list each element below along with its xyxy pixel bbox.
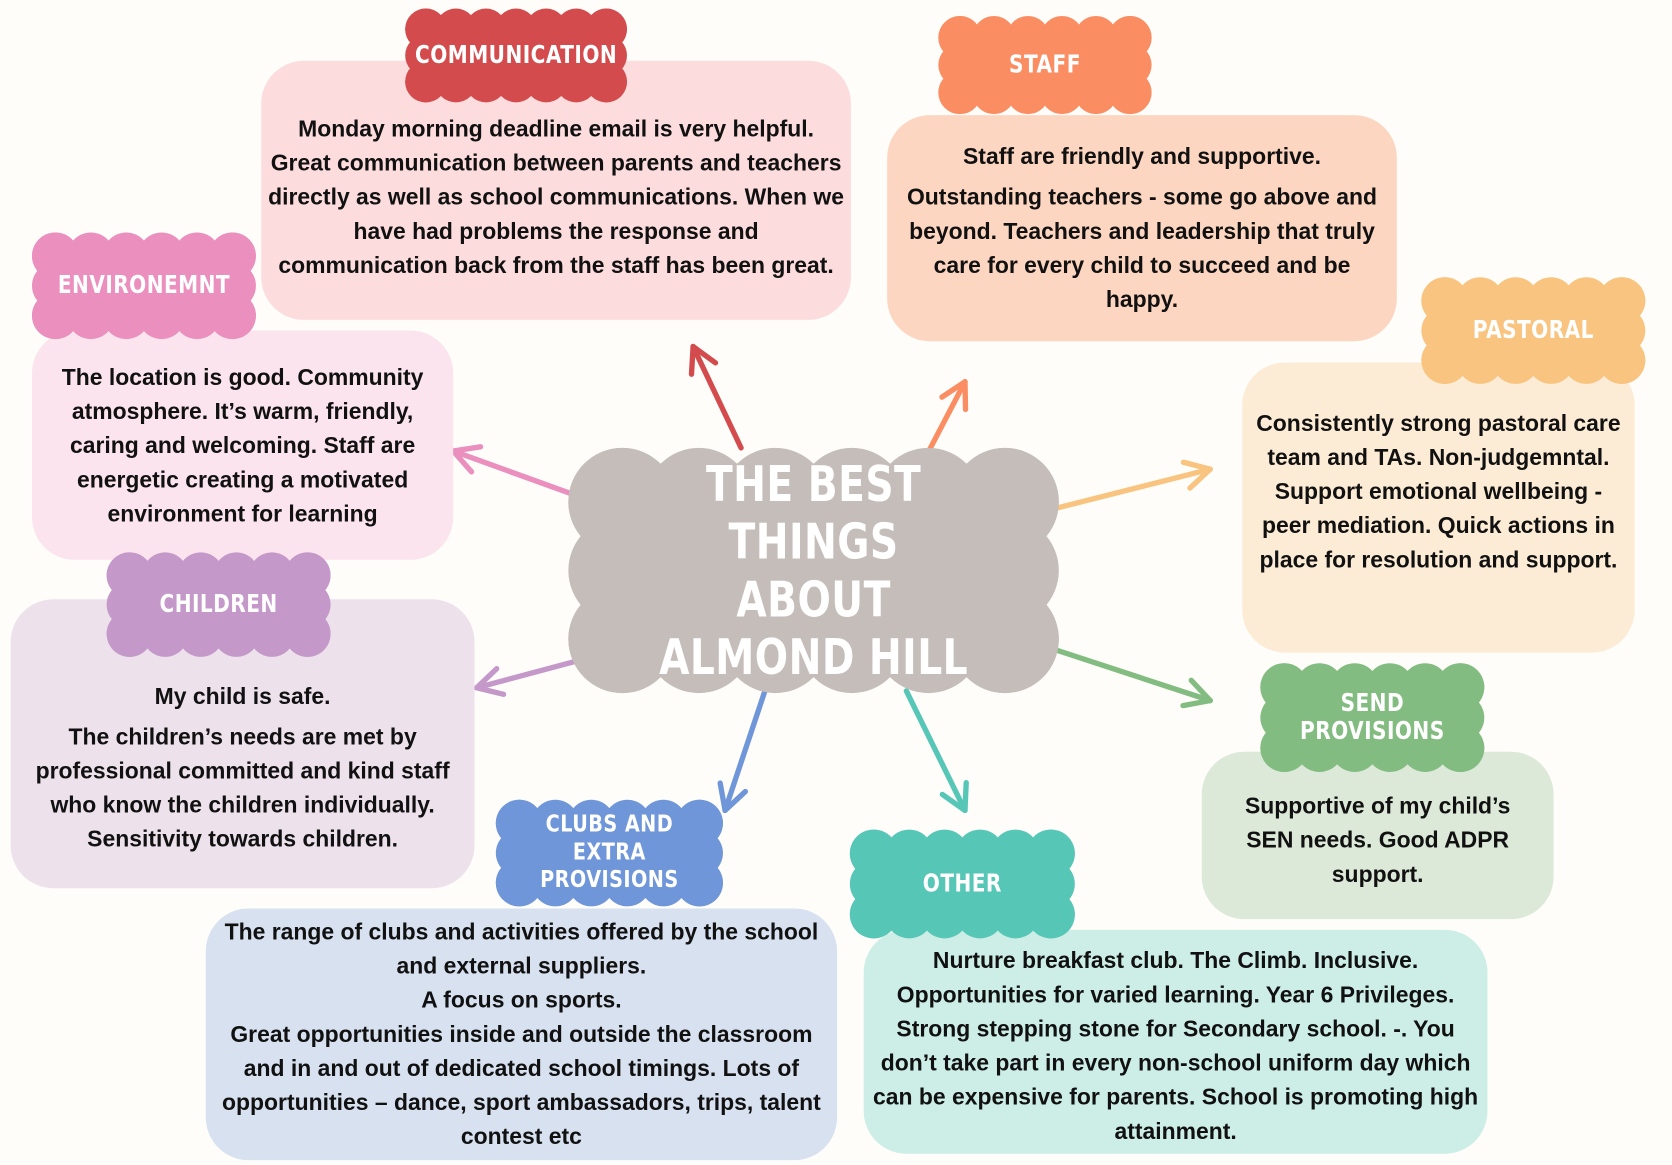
children-text-2: The children’s needs are met by professi… (35, 723, 450, 852)
other-box: Nurture breakfast club. The Climb. Inclu… (863, 929, 1488, 1154)
cloud-shape (405, 8, 627, 103)
pastoral-text: Consistently strong pastoral care team a… (1256, 410, 1621, 573)
children-label-cloud: CHILDREN (106, 552, 331, 657)
cloud-shape (1260, 663, 1485, 773)
staff-label-cloud: STAFF (938, 15, 1152, 115)
environment-text: The location is good. Community atmosphe… (61, 364, 424, 527)
staff-arrow (925, 379, 969, 456)
pastoral-arrow (1047, 459, 1213, 513)
environment-arrow (450, 444, 595, 504)
other-arrow (903, 688, 969, 814)
send-text: Supportive of my child’s SEN needs. Good… (1244, 792, 1511, 887)
pastoral-label-cloud: PASTORAL (1421, 277, 1646, 384)
clubs-text-3: Great opportunities inside and outside t… (222, 1021, 821, 1150)
send-label: SEND PROVISIONS (1300, 689, 1445, 746)
pastoral-box: Consistently strong pastoral care team a… (1242, 362, 1635, 653)
cloud-shape (849, 829, 1075, 939)
cloud-shape (1421, 277, 1646, 384)
center-title-cloud: THE BEST THINGS ABOUT ALMOND HILL (568, 447, 1059, 694)
children-text-1: My child is safe. (154, 682, 331, 709)
communication-arrow (688, 343, 744, 451)
clubs-text-1: The range of clubs and activities offere… (224, 919, 819, 979)
other-label-cloud: OTHER (849, 829, 1075, 939)
communication-label-cloud: COMMUNICATION (405, 8, 627, 103)
environment-label-cloud: ENVIRONEMNT (31, 232, 256, 340)
clubs-label: CLUBS AND EXTRA PROVISIONS (540, 811, 679, 894)
clubs-box: The range of clubs and activities offere… (205, 908, 838, 1161)
send-label-cloud: SEND PROVISIONS (1260, 663, 1485, 773)
center-title: THE BEST THINGS ABOUT ALMOND HILL (659, 455, 969, 686)
pastoral-label: PASTORAL (1472, 316, 1594, 345)
cloud-shape (31, 232, 256, 340)
other-text: Nurture breakfast club. The Climb. Inclu… (873, 947, 1479, 1145)
cloud-shape (106, 552, 331, 657)
cloud-shape (568, 447, 1059, 694)
staff-label: STAFF (1009, 51, 1081, 79)
staff-text-2: Outstanding teachers - some go above and… (906, 184, 1378, 313)
communication-box: Monday morning deadline email is very he… (261, 60, 851, 320)
staff-box: Staff are friendly and supportive. Outst… (887, 115, 1397, 342)
staff-text-1: Staff are friendly and supportive. (963, 143, 1321, 170)
other-label: OTHER (922, 870, 1002, 898)
clubs-label-cloud: CLUBS AND EXTRA PROVISIONS (495, 799, 723, 907)
environment-box: The location is good. Community atmosphe… (31, 330, 454, 560)
communication-text: Monday morning deadline email is very he… (268, 115, 844, 278)
send-box: Supportive of my child’s SEN needs. Good… (1201, 751, 1554, 920)
cloud-shape (495, 799, 723, 907)
cloud-shape (938, 15, 1152, 115)
clubs-text-2: A focus on sports. (421, 987, 622, 1013)
environment-label: ENVIRONEMNT (57, 271, 231, 300)
communication-label: COMMUNICATION (415, 41, 618, 70)
children-label: CHILDREN (159, 590, 278, 619)
